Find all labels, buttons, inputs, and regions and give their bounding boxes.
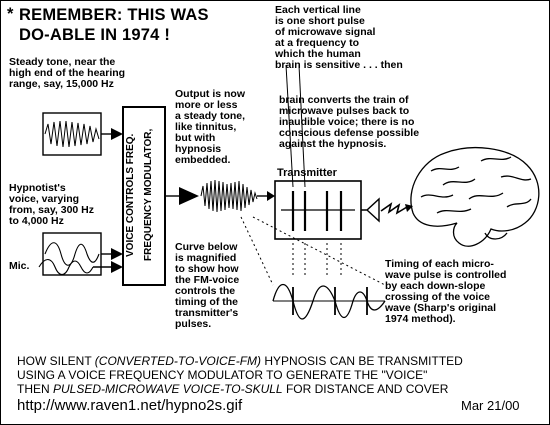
- modulator-label-2: VOICE CONTROLS FREQ.: [125, 133, 136, 257]
- steady-tone-note: Steady tone, near the high end of the he…: [9, 56, 126, 91]
- footer-line-3-b: FOR DISTANCE AND COVER: [282, 382, 449, 396]
- timing-note: Timing of each micro- wave pulse is cont…: [385, 258, 507, 326]
- title-line-2: DO-ABLE IN 1974 !: [19, 26, 171, 44]
- brain-converts-note: brain converts the train of microwave pu…: [279, 94, 420, 151]
- vertical-line-note: Each vertical line is one short pulse of…: [275, 4, 403, 72]
- modulator-label-1: FREQUENCY MODULATOR,: [143, 128, 154, 262]
- magnified-voice-curve: [272, 283, 386, 320]
- title-line-1: REMEMBER: THIS WAS: [19, 6, 209, 24]
- title-asterisk: *: [7, 5, 14, 23]
- zoom-guide: [252, 216, 386, 286]
- voice-waveform: [44, 242, 100, 266]
- pointer-line: [285, 64, 294, 188]
- hypnotist-voice-note: Hypnotist's voice, varying from, say, 30…: [9, 182, 95, 228]
- pointer-line: [298, 64, 306, 188]
- transmitter-input-arrowhead: [267, 191, 275, 201]
- mic-label: Mic.: [9, 260, 30, 272]
- tone-waveform: [44, 120, 100, 148]
- tone-arrowhead: [111, 128, 123, 140]
- footer-line-1-a: HOW SILENT: [17, 354, 95, 368]
- footer-line-1-italic: (CONVERTED-TO-VOICE-FM): [94, 354, 262, 368]
- footer-line-1-b: HYPNOSIS CAN BE TRANSMITTED: [261, 354, 463, 368]
- transmitter-label: Transmitter: [277, 167, 337, 179]
- modulator-output-arrowhead: [179, 187, 199, 205]
- footer-url[interactable]: http://www.raven1.net/hypno2s.gif: [17, 397, 243, 414]
- mic-arrowhead: [111, 261, 123, 273]
- footer-line-3-a: THEN: [17, 382, 53, 396]
- zoom-guide: [240, 216, 274, 286]
- tone-signal-box: [42, 112, 102, 156]
- antenna-horn: [361, 197, 380, 223]
- footer-line-3-italic: PULSED-MICROWAVE VOICE-TO-SKULL: [53, 382, 283, 396]
- voice-arrowhead: [111, 248, 123, 260]
- footer-date: Mar 21/00: [461, 398, 520, 413]
- footer-line-3: THEN PULSED-MICROWAVE VOICE-TO-SKULL FOR…: [17, 383, 448, 396]
- microwave-bolt: [380, 202, 408, 215]
- curve-note: Curve below is magnified to show how the…: [175, 241, 240, 331]
- mic-waveform: [38, 258, 94, 276]
- bolt-arrowhead: [405, 204, 413, 212]
- brain-illustration: [410, 147, 540, 247]
- fm-output-waveform: [200, 179, 258, 213]
- footer-line-2: USING A VOICE FREQUENCY MODULATOR TO GEN…: [17, 368, 428, 382]
- footer-line-1: HOW SILENT (CONVERTED-TO-VOICE-FM) HYPNO…: [17, 355, 463, 368]
- output-note: Output is now more or less a steady tone…: [175, 88, 246, 167]
